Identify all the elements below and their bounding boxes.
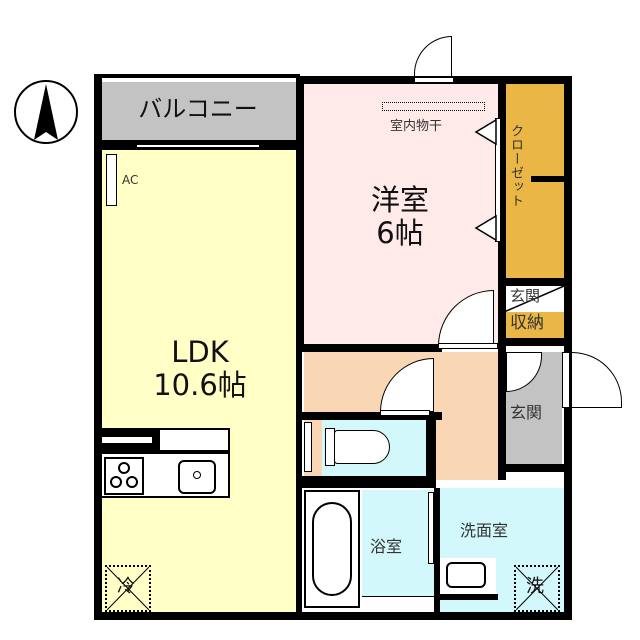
kitchen-sink (178, 460, 216, 494)
toilet-door-sill (380, 410, 430, 416)
indoor-drying-rail (382, 102, 485, 111)
toilet-bowl (334, 430, 390, 464)
outer-wall-left (94, 74, 102, 618)
front-door[interactable] (572, 352, 622, 408)
entrance-label: 玄関 (510, 403, 543, 422)
bathroom (362, 490, 434, 598)
cross-icon (107, 567, 149, 610)
sink-drain-icon (193, 471, 201, 479)
wall-entrance-bottom (498, 464, 572, 472)
toilet-window (304, 422, 312, 472)
wall-hall-left (296, 352, 302, 612)
burner-icon (110, 462, 138, 488)
ac-unit (106, 154, 117, 206)
wall-toilet-bottom (302, 476, 436, 488)
ldk-name: LDK (171, 335, 229, 369)
western-door-sill (438, 343, 498, 349)
bathtub (304, 490, 360, 608)
top-window (414, 77, 454, 83)
bathroom-label: 浴室 (370, 537, 403, 556)
western-room-top-door[interactable] (414, 36, 452, 76)
ldk-size: 10.6帖 (153, 368, 247, 403)
wall-storage-bottom (498, 338, 572, 346)
indoor-drying-label: 室内物干 (390, 119, 443, 134)
stove-burners (104, 457, 144, 495)
entrance-storage-bottom (504, 312, 564, 338)
balcony-label: バルコニー (138, 95, 258, 123)
bath-floor-edge (362, 596, 434, 610)
refrigerator-space: 冷 (105, 565, 151, 612)
wall-toilet-right (426, 412, 436, 488)
storage-diagonal-icon (504, 286, 564, 312)
ldk-label: LDK 10.6帖 (140, 335, 260, 403)
wall-western-bottom (296, 344, 442, 352)
closet-door-right-icon[interactable] (472, 214, 498, 244)
wall-ldk-western (296, 76, 304, 352)
wall-closet-bottom (504, 278, 564, 286)
wall-toilet-top (302, 412, 442, 420)
wash-basin-unit (440, 558, 496, 594)
north-compass (12, 78, 80, 146)
kitchen-upper-counter (158, 428, 230, 452)
western-room-label: 洋室 6帖 (340, 183, 460, 251)
western-room-size: 6帖 (376, 216, 424, 251)
washer-label: 洗 (526, 576, 544, 597)
balcony (100, 82, 296, 140)
ac-label: AC (122, 173, 139, 187)
wall-bath-wash (434, 488, 440, 612)
wash-basin (446, 562, 486, 588)
fridge-label: 冷 (117, 576, 135, 597)
outer-wall-right (564, 76, 572, 620)
ldk-room (100, 150, 298, 612)
bathtub-basin (312, 502, 352, 596)
washroom-label: 洗面室 (460, 521, 509, 540)
outer-wall-top-balcony (94, 74, 300, 78)
wall-closet-shelf (531, 176, 564, 182)
entrance-storage-label-top: 玄関 (510, 287, 541, 305)
front-door-frame (562, 352, 570, 408)
wash-basin-counter (440, 594, 498, 600)
balcony-window[interactable] (136, 144, 260, 148)
wall-western-closet (498, 84, 506, 354)
kitchen-shelf (102, 437, 152, 443)
closet-door-left-icon[interactable] (472, 118, 498, 148)
north-arrow-icon (14, 80, 78, 144)
entrance-storage-label-bottom: 収納 (510, 313, 544, 333)
western-room-name: 洋室 (370, 183, 429, 217)
wall-entrance-left (498, 346, 506, 480)
closet-label: クローゼット (507, 124, 523, 208)
washing-machine-space: 洗 (514, 565, 560, 612)
bathroom-door[interactable] (428, 492, 434, 564)
outer-wall-bottom (94, 612, 572, 620)
cross-icon (516, 567, 558, 610)
closet-door-track (495, 118, 501, 242)
